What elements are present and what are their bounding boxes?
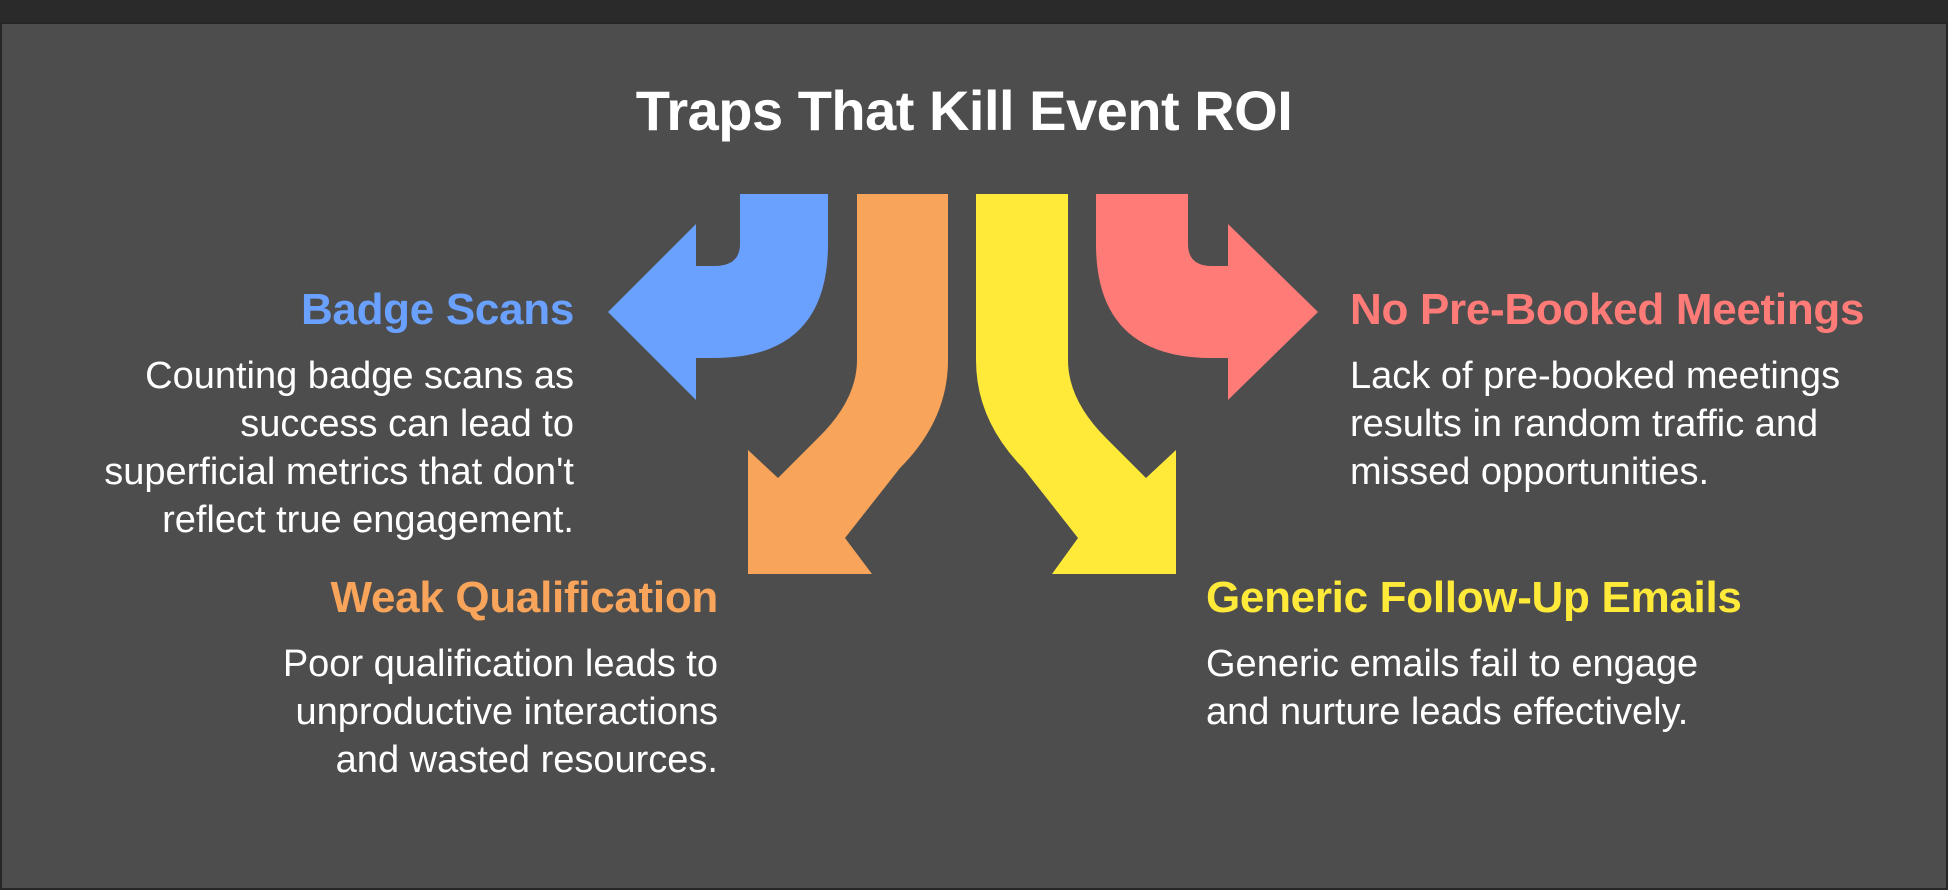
badge-scans-heading: Badge Scans (300, 285, 574, 334)
badge-scans-desc-line: superficial metrics that don't (104, 451, 574, 493)
generic-followup-desc-line: Generic emails fail to engage (1206, 643, 1699, 685)
yellow-arrow-icon (976, 194, 1176, 574)
no-prebooked-desc-line: missed opportunities. (1350, 451, 1710, 493)
generic-followup-block: Generic Follow-Up Emails Generic emails … (1206, 570, 1742, 736)
no-prebooked-desc-line: results in random traffic and (1350, 403, 1819, 445)
red-arrow-icon (1096, 194, 1318, 400)
blue-arrow-icon (608, 194, 828, 400)
diagram-title: Traps That Kill Event ROI (635, 79, 1293, 142)
generic-followup-heading: Generic Follow-Up Emails (1206, 573, 1742, 622)
weak-qualification-heading: Weak Qualification (330, 573, 719, 622)
generic-followup-desc-line: and nurture leads effectively. (1206, 691, 1689, 733)
weak-qualification-desc-line: Poor qualification leads to (282, 643, 718, 685)
diagram-canvas (0, 22, 1948, 890)
no-prebooked-heading: No Pre-Booked Meetings (1350, 285, 1865, 334)
badge-scans-desc-line: reflect true engagement. (162, 499, 574, 541)
weak-qualification-desc-line: unproductive interactions (295, 691, 718, 733)
generic-followup-description: Generic emails fail to engage and nurtur… (1206, 640, 1742, 736)
orange-arrow-icon (748, 194, 948, 574)
badge-scans-description: Counting badge scans as success can lead… (104, 352, 574, 544)
no-prebooked-desc-line: Lack of pre-booked meetings (1350, 355, 1841, 397)
weak-qualification-block: Weak Qualification Poor qualification le… (283, 570, 718, 784)
badge-scans-desc-line: success can lead to (240, 403, 574, 445)
badge-scans-desc-line: Counting badge scans as (145, 355, 574, 397)
no-prebooked-block: No Pre-Booked Meetings Lack of pre-booke… (1350, 282, 1864, 496)
weak-qualification-description: Poor qualification leads to unproductive… (283, 640, 718, 784)
no-prebooked-description: Lack of pre-booked meetings results in r… (1350, 352, 1864, 496)
weak-qualification-desc-line: and wasted resources. (335, 739, 718, 781)
badge-scans-block: Badge Scans Counting badge scans as succ… (104, 282, 574, 544)
